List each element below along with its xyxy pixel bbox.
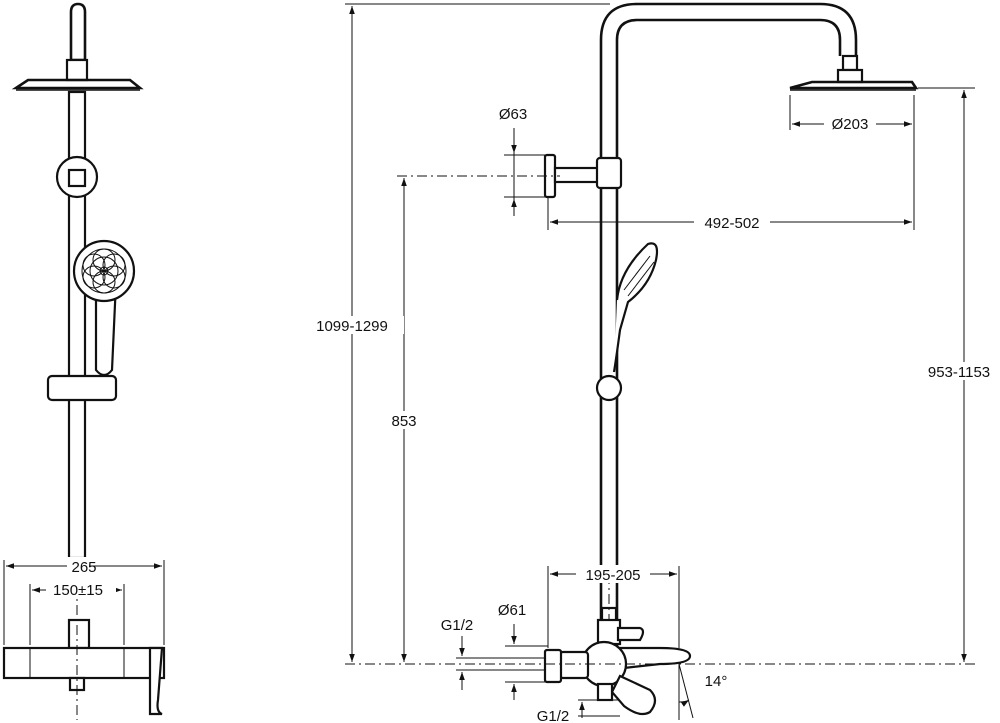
dim-overall-height: 1099-1299 <box>316 318 388 335</box>
dim-bracket-diameter: Ø63 <box>499 106 527 123</box>
dim-arm-reach: 492-502 <box>704 215 759 232</box>
front-view <box>2 2 166 720</box>
hand-shower-side <box>612 242 659 373</box>
mixer-front <box>2 618 166 716</box>
hand-shower-front <box>72 239 136 377</box>
dim-outlet-height: 853 <box>391 413 416 430</box>
dim-inlet-spacing: 150±15 <box>53 582 103 599</box>
dim-escutcheon-diameter: Ø61 <box>498 602 526 619</box>
dim-thread-bottom: G1/2 <box>537 708 570 723</box>
wall-bracket <box>543 153 623 199</box>
dim-head-height: 953-1153 <box>928 364 990 381</box>
mixer-side <box>543 606 692 716</box>
dim-mixer-offset: 195-205 <box>585 567 640 584</box>
side-view <box>345 2 975 720</box>
dim-thread-top: G1/2 <box>441 617 474 634</box>
dim-spout-angle: 14° <box>705 673 728 690</box>
dim-mixer-width: 265 <box>71 559 96 576</box>
dim-head-diameter: Ø203 <box>832 116 869 133</box>
